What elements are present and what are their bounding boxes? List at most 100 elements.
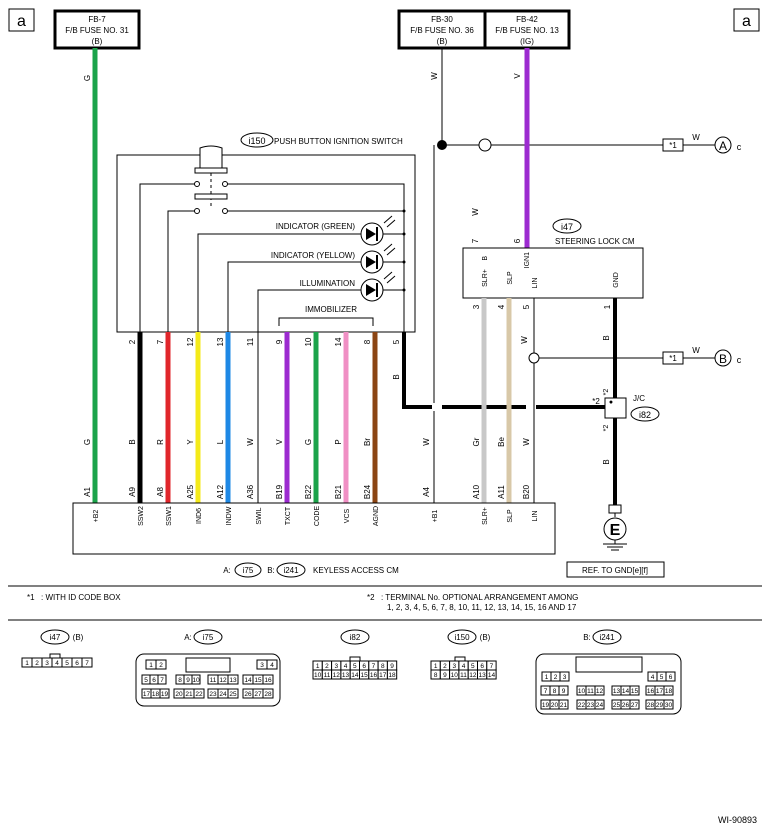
connector-i47-suffix: (B) xyxy=(73,633,84,642)
connector-i241-pin-15 xyxy=(629,685,640,696)
fuse-fb30-sub: (B) xyxy=(437,37,448,46)
connector-i75-pin-label-27: 27 xyxy=(254,691,262,698)
keyless-wire-label-9: Br xyxy=(363,438,372,446)
keyless-pin-b22: B22 xyxy=(304,484,313,499)
connector-i82-pin-label-17: 17 xyxy=(379,672,387,679)
keyless-wire-label-12: Be xyxy=(497,437,506,447)
keyless-wire-label-8: P xyxy=(334,439,343,444)
connector-i150-pin-label-13: 13 xyxy=(479,672,487,679)
svg-text:●: ● xyxy=(609,399,613,406)
connector-i241-pin-label-10: 10 xyxy=(578,688,586,695)
switch-bar-lower xyxy=(194,193,228,200)
connector-i75-pin-19 xyxy=(159,688,170,699)
ground-ref-box xyxy=(566,561,665,578)
connector-b-label: B xyxy=(719,352,727,366)
keyless-cm-box xyxy=(72,502,556,555)
keyless-term-7: CODE xyxy=(314,506,321,527)
connector-i75-pin-22 xyxy=(193,688,205,699)
connector-i82-pin-label-13: 13 xyxy=(342,672,350,679)
connector-i241-pin-label-20: 20 xyxy=(551,702,559,709)
connector-i82-ref: i82 xyxy=(350,633,361,642)
jc-star-top: *2 xyxy=(603,389,610,396)
indicator-yellow-label: INDICATOR (YELLOW) xyxy=(271,251,355,260)
connector-i241-pin-label-7: 7 xyxy=(544,688,548,695)
connector-i82-pin-label-12: 12 xyxy=(333,672,341,679)
ignition-switch-box xyxy=(116,154,416,333)
jc-ref: i82 xyxy=(639,410,651,420)
fuse-box-fb42: FB-42 F/B FUSE NO. 13 (IG) xyxy=(483,9,571,50)
connector-i150-pin-label-8: 8 xyxy=(434,672,438,679)
jc-label: J/C xyxy=(633,394,645,403)
connector-i241-pin-9 xyxy=(558,685,569,696)
fuse-fb30-name: F/B FUSE NO. 36 xyxy=(410,26,474,35)
connector-i75-pin-label-10: 10 xyxy=(192,677,200,684)
illumination-label: ILLUMINATION xyxy=(300,279,356,288)
fuse-box-fb7: FB-7 F/B FUSE NO. 31 (B) xyxy=(53,9,141,50)
switch-pin-11: 11 xyxy=(246,337,255,346)
connector-i75-pin-label-22: 22 xyxy=(195,691,203,698)
switch-pin-14: 14 xyxy=(334,337,343,346)
connector-a-circle xyxy=(714,136,732,154)
connector-i241-pin-label-17: 17 xyxy=(656,688,664,695)
keyless-term-9: AGND xyxy=(373,506,380,526)
connector-i75-pin-label-15: 15 xyxy=(254,677,262,684)
connector-i241-pin-label-2: 2 xyxy=(554,674,558,681)
keyless-term-3: IND6 xyxy=(196,508,203,524)
sl-term-slrplus: SLR+ xyxy=(482,269,489,287)
switch-pin-5: 5 xyxy=(392,339,401,344)
connector-i241-pin-label-9: 9 xyxy=(562,688,566,695)
connector-i241-pin-24 xyxy=(594,699,605,710)
keyless-pin-a8: A8 xyxy=(156,487,165,497)
connector-i82-pin-label-11: 11 xyxy=(324,672,331,679)
keyless-pin-a12: A12 xyxy=(216,484,225,499)
sl-term-ign1: IGN1 xyxy=(524,252,531,268)
connector-i241-ref: i241 xyxy=(599,633,615,642)
note2-text1: : TERMINAL No. OPTIONAL ARRANGEMENT AMON… xyxy=(381,593,578,602)
sl-term-gnd: GND xyxy=(613,272,620,288)
connector-i150-pin-label-9: 9 xyxy=(443,672,447,679)
keyless-wire-label-1: B xyxy=(128,439,137,444)
fuse-box-fb30: FB-30 F/B FUSE NO. 36 (B) xyxy=(397,9,487,50)
connector-i47-pin-label-3: 3 xyxy=(45,660,49,667)
connector-i75-pin-label-13: 13 xyxy=(229,677,237,684)
connector-i150-ref: i150 xyxy=(454,633,470,642)
push-button-base xyxy=(194,167,228,174)
fuse-fb7-name: F/B FUSE NO. 31 xyxy=(65,26,129,35)
star1-box-b xyxy=(662,351,684,365)
switch-pin-10: 10 xyxy=(304,337,313,346)
keyless-wire-label-0: G xyxy=(83,439,92,445)
indicator-green-label: INDICATOR (GREEN) xyxy=(276,222,356,231)
wire-label-pin7-w: W xyxy=(471,208,480,216)
fuse-fb42-id: FB-42 xyxy=(516,15,538,24)
keyless-wire-label-2: R xyxy=(156,439,165,445)
connector-i75-pin-label-8: 8 xyxy=(178,677,182,684)
keyless-wire-label-3: Y xyxy=(186,439,195,445)
connector-i241-pin-30 xyxy=(663,699,674,710)
connector-i241-pin-label-1: 1 xyxy=(545,674,549,681)
connector-a-c: c xyxy=(737,142,742,152)
corner-right-text: a xyxy=(742,13,751,30)
keyless-pin-a10: A10 xyxy=(472,484,481,499)
connector-b-c: c xyxy=(737,355,742,365)
wire-label-gnd-lower: B xyxy=(602,459,611,464)
keyless-term-8: VCS xyxy=(344,508,351,523)
connector-i47-pin-label-5: 5 xyxy=(65,660,69,667)
connector-i241-pin-12 xyxy=(594,685,605,696)
ground-symbol-letter: E xyxy=(610,522,621,539)
switch-pin-7: 7 xyxy=(156,339,165,344)
connector-i241-pin-label-27: 27 xyxy=(631,702,639,709)
connector-i150-pin-label-1: 1 xyxy=(434,663,438,670)
connector-i47-pin-label-6: 6 xyxy=(75,660,79,667)
connector-i241-pin-label-23: 23 xyxy=(587,702,595,709)
keyless-pin-b24: B24 xyxy=(363,484,372,499)
wire-label-b-line: W xyxy=(692,346,700,355)
connector-i150-pin-label-10: 10 xyxy=(451,672,459,679)
note1-mark: *1 xyxy=(27,593,35,602)
connector-i75-pin-label-9: 9 xyxy=(186,677,190,684)
connector-i47-pin-label-7: 7 xyxy=(85,660,89,667)
led-illumination: ILLUMINATION xyxy=(257,271,404,332)
connector-i150-pin-label-3: 3 xyxy=(452,663,456,670)
connector-i150-pin-label-4: 4 xyxy=(462,663,466,670)
note1-text: : WITH ID CODE BOX xyxy=(41,593,121,602)
switch-pin-13: 13 xyxy=(216,337,225,346)
